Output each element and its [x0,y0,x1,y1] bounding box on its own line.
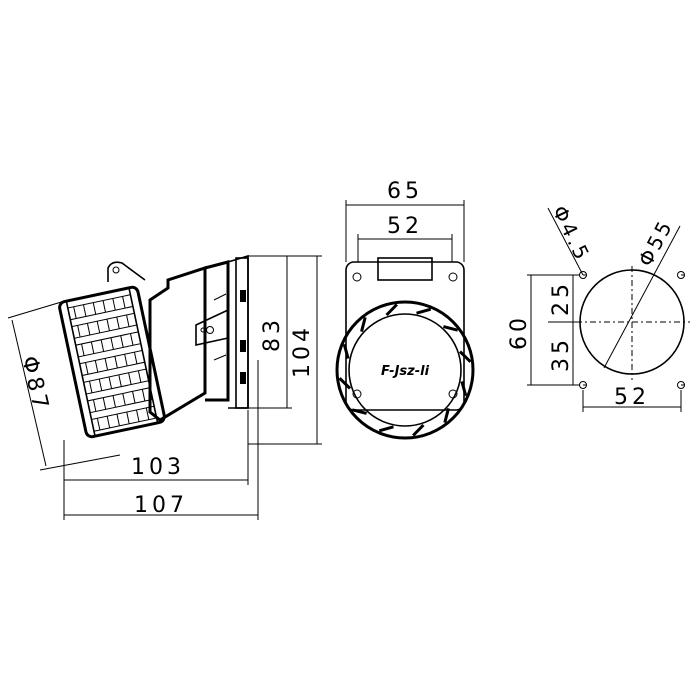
side-view: Φ87 103 107 83 104 [7,254,322,520]
thread-line [126,411,130,424]
thread-line [116,316,120,329]
thread-line [108,376,113,389]
thread-band [79,349,146,377]
dim-upper-lower: 25 35 [548,275,580,385]
thread-line [133,352,138,364]
side-view-threaded-cap [58,285,166,439]
front-view-cap-ring [335,300,475,440]
dim-depth-107: 107 [63,360,259,520]
front-view-backplate [345,261,465,411]
front-view: F-Jsz-li 65 52 [335,179,475,440]
dim-height-60-label: 60 [507,314,532,350]
mounting-pattern: Φ4.5 Φ55 60 25 35 52 [507,202,690,412]
thread-line [102,397,107,410]
thread-line [85,362,89,375]
thread-line [129,333,134,346]
ring-grip-mark [342,343,350,359]
thread-band [90,405,158,432]
thread-line [116,414,120,426]
dim-height-83: 83 [248,255,292,409]
thread-line [124,354,128,367]
thread-line [96,418,101,431]
thread-line [120,335,124,348]
thread-line [106,416,111,429]
thread-line [86,323,91,336]
thread-line [114,356,118,369]
thread-line [102,300,107,313]
ring-grip-mark [385,303,398,317]
thread-band [71,312,138,339]
ring-grip-mark [338,377,352,390]
thread-line [137,370,142,383]
thread-band [83,368,150,395]
ring-grip-mark [458,350,472,363]
dim-height-104-label: 104 [290,324,315,378]
thread-line [92,302,97,315]
thread-line [132,391,136,404]
dim-depth-103: 103 [63,410,249,485]
ring-grip-mark [360,316,367,332]
thread-line [98,378,103,391]
thread-line [94,360,99,373]
thread-line [77,325,81,338]
thread-line [122,393,126,406]
ring-grip-mark [412,423,425,437]
thread-line [110,337,114,350]
dim-width-65: 65 [345,179,465,262]
front-view-brand-logo: F-Jsz-li [381,364,430,379]
thread-band [75,331,142,358]
thread-line [145,407,150,420]
ring-grip-mark [460,381,468,397]
thread-line [118,374,122,387]
thread-line [104,358,109,371]
thread-line [112,395,116,408]
dim-height-83-label: 83 [260,316,285,352]
thread-band [67,294,134,321]
thread-line [128,372,132,385]
thread-line [126,314,130,327]
dim-depth-107-label: 107 [134,493,188,518]
thread-line [96,321,101,334]
thread-line [92,399,97,412]
ring-grip-mark [443,325,459,332]
thread-line [112,298,116,311]
side-view-flange [204,260,230,402]
thread-line [81,343,85,356]
thread-line [90,341,95,354]
dim-lower-35-label: 35 [549,336,574,372]
dim-diameter-87-label: Φ87 [16,354,53,415]
dim-height-104: 104 [248,255,322,445]
thread-line [141,389,146,402]
side-view-hinge [107,261,146,282]
dim-width-52-label: 52 [387,214,423,239]
dim-hole-spacing-52-label: 52 [614,385,650,410]
ring-grip-mark [378,425,394,433]
ring-grip-mark [443,408,450,424]
dim-width-65-label: 65 [387,179,423,204]
mounting-holes [579,271,685,389]
front-view-cap-face [348,313,462,427]
thread-line [136,409,140,422]
thread-line [106,319,110,331]
dim-hole-spacing-52: 52 [582,385,682,412]
dim-upper-25-label: 25 [549,280,574,316]
dim-width-52: 52 [357,214,453,262]
thread-line [88,380,93,393]
thread-line [100,339,105,352]
thread-line [73,306,77,319]
ring-grip-mark [416,307,432,315]
thread-line [82,304,87,317]
dim-depth-103-label: 103 [131,455,185,480]
dim-hole-diameter-label: Φ4.5 [548,202,596,266]
dim-height-60: 60 [507,274,580,386]
thread-line [122,296,126,309]
ring-grip-mark [351,408,367,415]
